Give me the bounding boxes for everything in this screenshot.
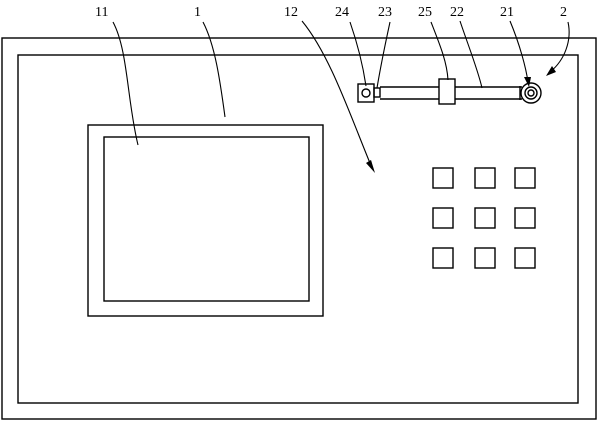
leader-12-arrowhead: [366, 160, 375, 173]
key-r1-c2: [474, 167, 496, 189]
label-12: 12: [284, 5, 298, 20]
label-2: 2: [560, 5, 567, 20]
key-r3-c3: [514, 247, 536, 269]
leader-21-arrowhead: [524, 77, 531, 87]
display-frame: [87, 124, 324, 317]
knob-middle: [524, 86, 538, 100]
label-1: 1: [194, 5, 201, 20]
key-r3-c2: [474, 247, 496, 269]
key-r1-c3: [514, 167, 536, 189]
rod-assembly: [357, 78, 542, 105]
label-11: 11: [95, 5, 108, 20]
leader-1: [202, 21, 226, 118]
display-screen: [103, 136, 310, 302]
label-24: 24: [335, 5, 349, 20]
connector-pin: [373, 87, 381, 98]
leader-2-arrowhead: [546, 66, 556, 76]
reference-labels: 11 1 12 24 23 25 22 21 2: [95, 5, 567, 20]
outer-housing: [1, 37, 597, 420]
inner-panel: [17, 54, 579, 404]
keypad: [432, 167, 536, 269]
leader-23: [376, 21, 391, 89]
leader-12: [301, 20, 373, 169]
slider-block: [438, 78, 456, 105]
key-r2-c3: [514, 207, 536, 229]
leader-lines: [112, 20, 570, 173]
knob-inner: [527, 89, 535, 97]
key-r2-c2: [474, 207, 496, 229]
key-r2-c1: [432, 207, 454, 229]
key-r1-c1: [432, 167, 454, 189]
label-21: 21: [500, 5, 514, 20]
label-23: 23: [378, 5, 392, 20]
label-22: 22: [450, 5, 464, 20]
key-r3-c1: [432, 247, 454, 269]
label-25: 25: [418, 5, 432, 20]
leader-25: [430, 21, 449, 81]
leader-22: [459, 20, 483, 89]
leader-2: [549, 21, 570, 73]
leader-24: [349, 21, 367, 87]
knob-outer: [520, 82, 542, 104]
leader-21: [509, 20, 529, 83]
end-block-hole: [361, 88, 371, 98]
end-block: [357, 83, 375, 103]
leader-11: [112, 21, 139, 146]
